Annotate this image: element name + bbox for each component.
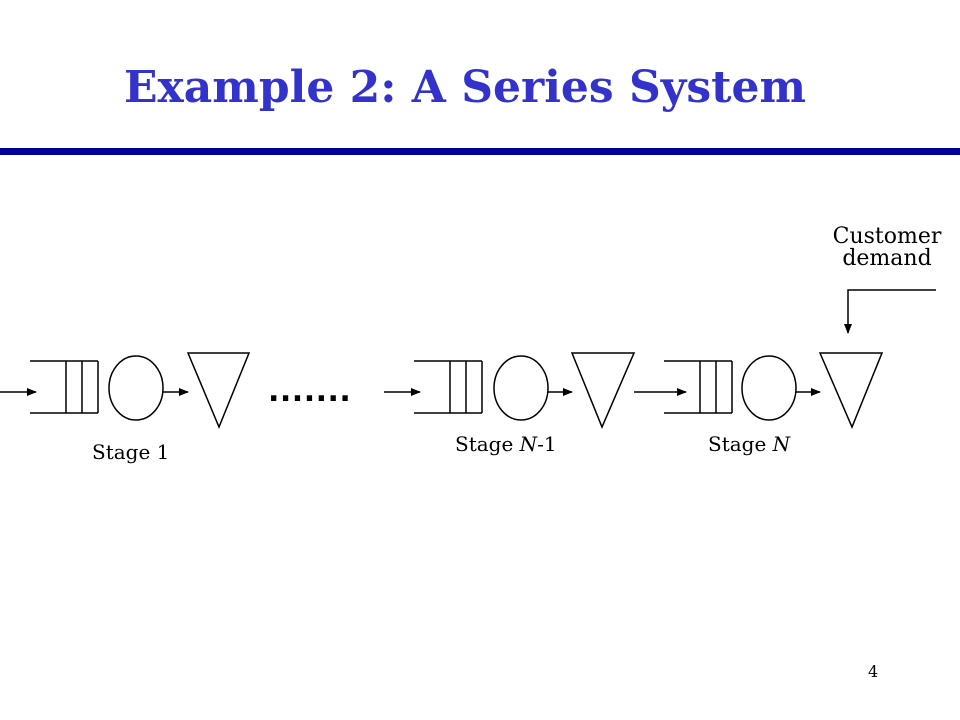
stage-1: [0, 352, 251, 429]
customer-label-line1: Customer: [832, 224, 942, 249]
stage-n-buffer-queue: [664, 360, 733, 414]
stage-n-minus-1-server: [493, 355, 549, 421]
stage-n-minus-1-label: Stage N-1: [455, 432, 557, 456]
stage-n: [634, 352, 884, 429]
stage-1-buffer-queue: [30, 360, 99, 414]
stage-1-server: [108, 355, 164, 421]
stage-1-inventory-triangle: [186, 352, 251, 429]
stage-n-minus-1-suffix: -1: [537, 432, 557, 456]
stage-n-minus-1: [384, 352, 636, 429]
title-divider: [0, 148, 960, 155]
stage-n-minus-1-buffer-queue: [414, 360, 483, 414]
stage-n-variable: N: [772, 432, 791, 456]
stage-n-label: Stage N: [708, 432, 790, 456]
stage-n-minus-1-prefix: Stage: [455, 432, 520, 456]
customer-label-line2: demand: [842, 246, 932, 271]
ellipsis-dots: .......: [268, 374, 351, 409]
stage-n-minus-1-inventory-triangle: [570, 352, 636, 429]
stage-1-label: Stage 1: [92, 440, 170, 464]
customer-demand-arrow: [844, 289, 936, 334]
customer-demand-label: Customer demand: [828, 226, 946, 270]
stage-n-inventory-triangle: [818, 352, 884, 429]
stage-n-minus-1-variable: N: [519, 432, 538, 456]
stage-n-prefix: Stage: [708, 432, 773, 456]
slide-title: Example 2: A Series System: [124, 62, 806, 113]
page-number: 4: [868, 662, 879, 681]
stage-n-server: [741, 355, 797, 421]
